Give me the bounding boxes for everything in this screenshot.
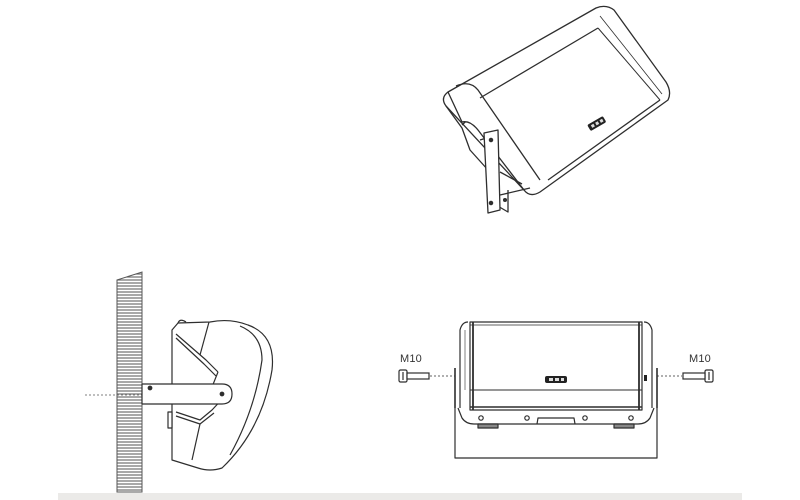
bolt-left-icon (398, 369, 455, 383)
bolt-left-label: M10 (400, 353, 422, 365)
bottom-band (58, 493, 742, 500)
bolt-right-icon (657, 369, 714, 383)
wall-mount-side-view (85, 271, 274, 493)
logo-badge-icon (587, 116, 606, 131)
front-bracket-view (454, 321, 658, 459)
speaker-perspective-view (442, 5, 671, 214)
logo-badge-front-icon (545, 376, 567, 383)
wall-hatch (116, 271, 143, 493)
bolt-right-label: M10 (689, 353, 711, 365)
